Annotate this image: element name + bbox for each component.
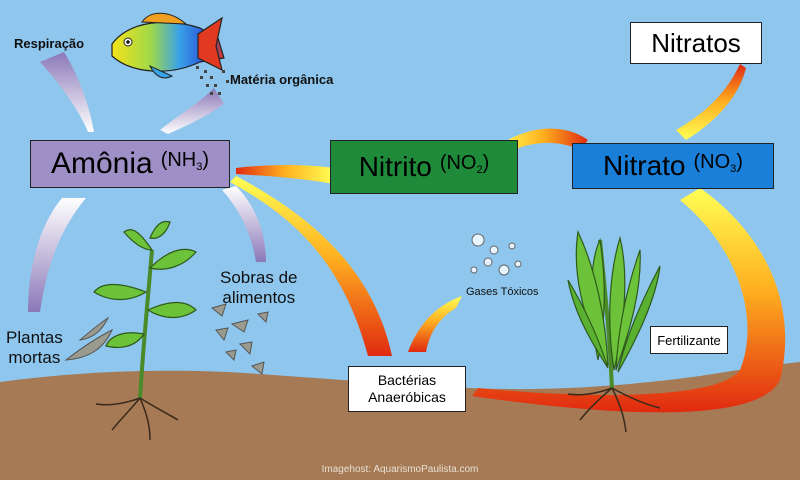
nitrate-to-fertilizer-arrow [472,188,786,413]
leftover-food-arrow [222,186,266,262]
nitrate-to-nitratos-arrow [676,64,746,140]
gases-arrow [408,296,462,352]
bacteria-box: Bactérias Anaeróbicas [348,366,466,412]
right-plant [567,229,661,433]
toxic-gases-label: Gases Tóxicos [466,286,539,298]
nitrite-to-nitrate-arrow [498,128,588,154]
gas-bubbles [470,233,522,276]
left-plant [93,220,197,441]
nitrite-name: Nitrito [358,151,432,182]
dead-plants-arrow [28,198,86,312]
nitrate-node: Nitrato (NO3) [572,143,774,189]
ammonia-formula: (NH3) [160,148,210,174]
respiration-label: Respiração [14,36,85,51]
food-scraps [210,303,269,375]
nitrate-formula: (NO3) [693,150,743,176]
organic-matter-arrow [160,88,224,134]
fish-illustration [111,12,229,95]
ammonia-to-bacteria-arrow [230,176,392,356]
image-credit: Imagehost: AquarismoPaulista.com [321,464,479,475]
nitrite-node: Nitrito (NO2) [330,140,518,194]
ammonia-node: Amônia (NH3) [30,140,230,188]
dead-leaves [64,316,114,361]
nitrite-formula: (NO2) [439,151,490,177]
nitrate-name: Nitrato [603,150,686,181]
ammonia-name: Amônia [50,147,153,180]
nitratos-box: Nitratos [630,22,762,64]
ammonia-to-nitrite-arrow [236,165,334,184]
dead-plants-label: Plantas mortas [6,328,63,367]
respiration-arrow [40,52,94,132]
fertilizer-box: Fertilizante [650,326,728,354]
leftover-food-label: Sobras de alimentos [220,268,298,307]
organic-matter-label: Matéria orgânica [230,72,334,87]
